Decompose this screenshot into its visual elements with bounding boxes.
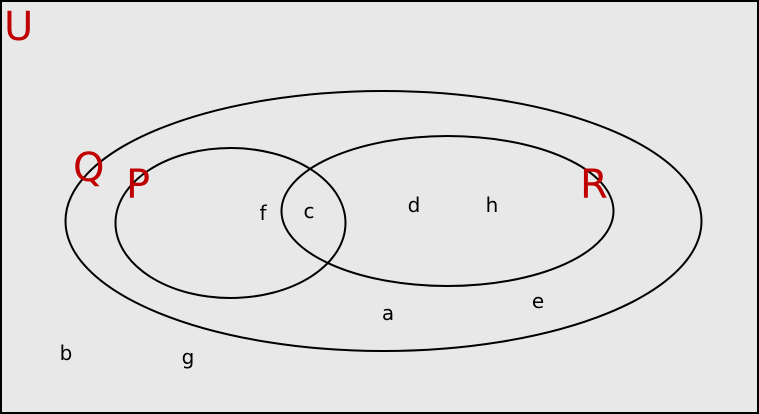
set-p-outline — [114, 147, 347, 299]
element-e: e — [532, 289, 544, 313]
element-a: a — [382, 301, 394, 325]
universe-label: U — [4, 4, 33, 50]
set-r-outline — [280, 135, 615, 287]
element-d: d — [408, 193, 421, 217]
element-g: g — [182, 345, 195, 369]
set-q-label: Q — [73, 145, 104, 191]
set-r-label: R — [580, 162, 608, 208]
element-f: f — [259, 201, 267, 225]
element-b: b — [60, 341, 73, 365]
element-c: c — [304, 199, 315, 223]
set-q-outline — [64, 90, 703, 352]
element-h: h — [486, 193, 499, 217]
set-p-label: P — [126, 162, 150, 208]
